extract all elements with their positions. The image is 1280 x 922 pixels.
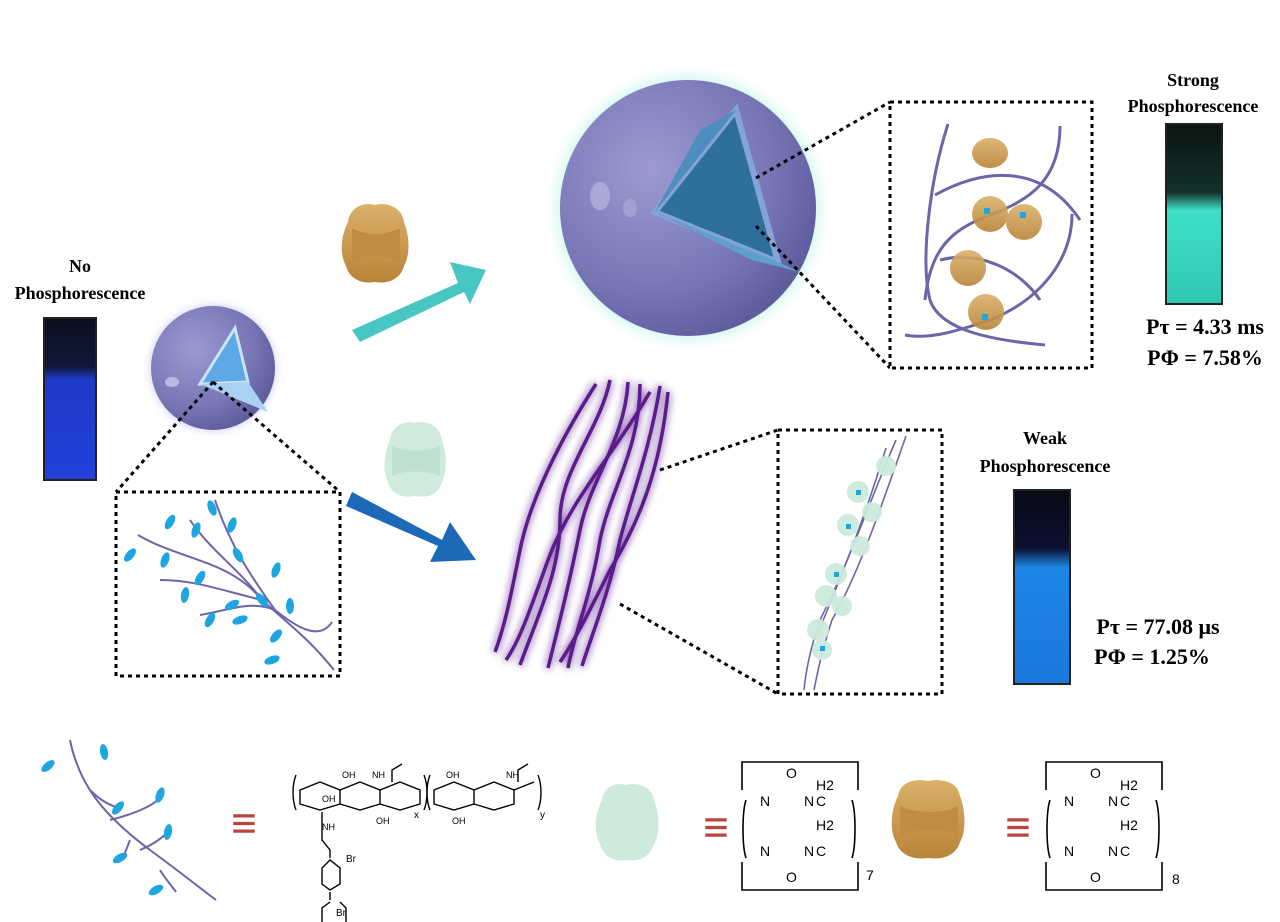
polymer-oh-2: OH (342, 770, 356, 780)
weak-label-line2: Phosphorescence (980, 456, 1111, 476)
strong-label-line1: Strong (1167, 70, 1219, 90)
polymer-inset (114, 490, 342, 678)
fiber-callout-lines (619, 428, 779, 696)
legend-cb8-structure: O N N N N O H2 C H2 C 8 (1045, 761, 1180, 891)
cb7-h2-2: H2 (816, 817, 834, 833)
small-sphere-callout-lines (114, 380, 341, 494)
cb7-n-2: N (804, 793, 814, 809)
no-phosphorescence-group: No Phosphorescence (15, 256, 146, 481)
polymer-y-label: y (540, 810, 545, 821)
cb7-o-bottom: O (786, 869, 797, 885)
cb7-n-4: N (804, 843, 814, 859)
blue-arrow (346, 492, 476, 562)
legend-cb8-equiv: ≡ (1005, 803, 1031, 852)
cb8-o-bottom: O (1090, 869, 1101, 885)
cb7-h2-1: H2 (816, 777, 834, 793)
cb7-c-1: C (816, 793, 826, 809)
cb8-o-top: O (1090, 765, 1101, 781)
polymer-bromide-label: Br (346, 854, 357, 865)
legend-cb7-structure: O N N N N O H2 C H2 C 7 (741, 761, 874, 891)
weak-vial (1013, 489, 1071, 685)
polymer-oh-4: OH (452, 816, 466, 826)
cb8-h2-2: H2 (1120, 817, 1138, 833)
cb8-n-4: N (1108, 843, 1118, 859)
weak-inset (776, 428, 944, 696)
no-phos-label-line2: Phosphorescence (15, 283, 146, 303)
strong-vial (1165, 123, 1223, 305)
legend-polymer-labels: OH OH NH OH NH OH OH NH x y Br Br (322, 770, 545, 919)
legend-cb8-icon (891, 780, 965, 859)
cb8-n-3: N (1064, 843, 1074, 859)
big-sphere-callout-lines (754, 100, 892, 370)
cb7-c-2: C (816, 843, 826, 859)
cb7-n-3: N (760, 843, 770, 859)
cb8-h2-1: H2 (1120, 777, 1138, 793)
polymer-x-label: x (414, 810, 419, 821)
polymer-nh-3: NH (322, 822, 335, 832)
polymer-br-substituent: Br (336, 908, 347, 919)
cb7-capsule-mid (384, 422, 446, 497)
polymer-oh-3: OH (446, 770, 460, 780)
polymer-nh-2: NH (506, 770, 519, 780)
cb8-c-1: C (1120, 793, 1130, 809)
cb8-capsule-top (341, 204, 409, 283)
cb7-subscript: 7 (866, 867, 874, 883)
polymer-oh-5: OH (376, 816, 390, 826)
polymer-nh-1: NH (372, 770, 385, 780)
strong-quantum-yield: PΦ = 7.58% (1147, 345, 1263, 370)
cb7-o-top: O (786, 765, 797, 781)
weak-label-line1: Weak (1023, 428, 1067, 448)
strong-phosphorescence-group: Strong Phosphorescence Pτ = 4.33 ms PΦ =… (1128, 70, 1265, 370)
cyan-arrow (352, 262, 486, 342)
legend-polymer-equiv: ≡ (231, 799, 257, 848)
strong-inset (888, 100, 1094, 370)
weak-phosphorescence-group: Weak Phosphorescence Pτ = 77.08 μs PΦ = … (980, 428, 1220, 685)
legend-polymer-structure (292, 763, 542, 922)
no-phos-label-line1: No (69, 256, 91, 276)
big-sphere (546, 66, 830, 350)
cb8-c-2: C (1120, 843, 1130, 859)
cb8-subscript: 8 (1172, 871, 1180, 887)
strong-label-line2: Phosphorescence (1128, 96, 1259, 116)
polymer-oh-1: OH (322, 794, 336, 804)
fibers (493, 379, 670, 669)
weak-quantum-yield: PΦ = 1.25% (1094, 644, 1210, 669)
no-phos-vial (43, 317, 97, 481)
legend-cb7-equiv: ≡ (703, 803, 729, 852)
cb8-n-2: N (1108, 793, 1118, 809)
small-sphere (141, 296, 285, 440)
weak-lifetime: Pτ = 77.08 μs (1096, 614, 1220, 639)
legend-polymer-icon (41, 739, 217, 901)
cb8-n-1: N (1064, 793, 1074, 809)
legend-cb7-icon (595, 784, 659, 861)
strong-lifetime: Pτ = 4.33 ms (1146, 314, 1264, 339)
cb7-n-1: N (760, 793, 770, 809)
